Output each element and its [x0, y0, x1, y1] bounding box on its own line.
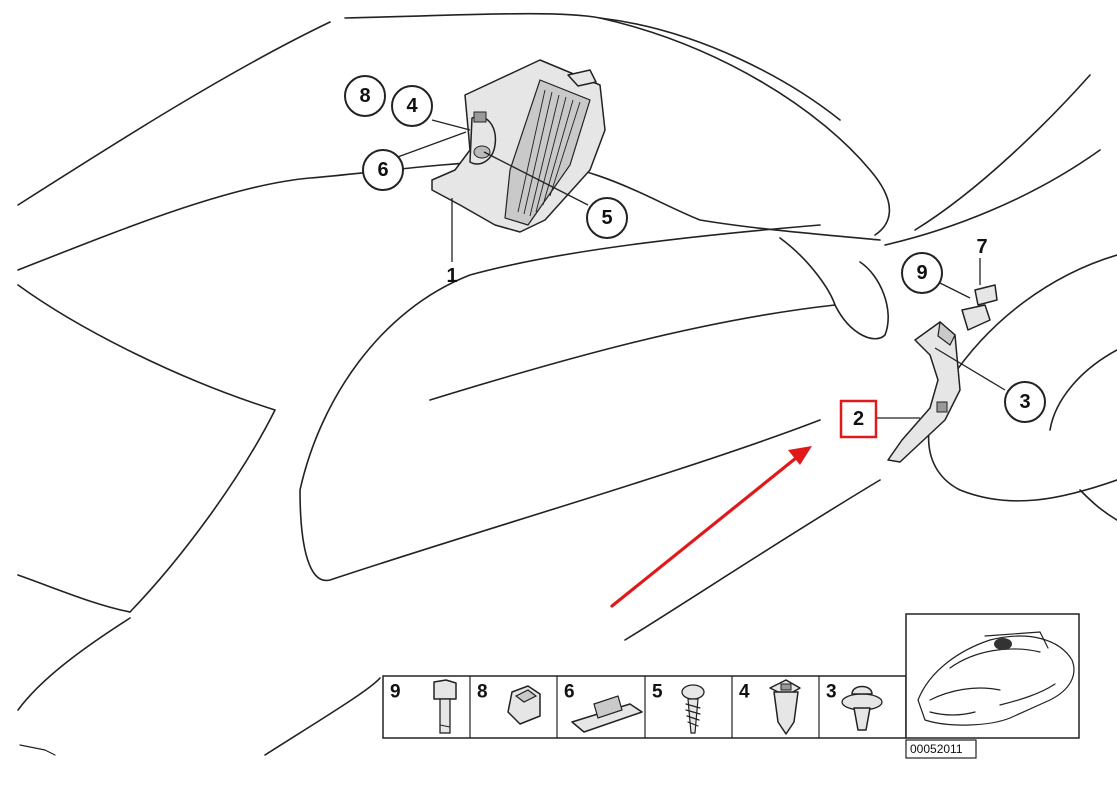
- leader-lines: [394, 119, 1006, 419]
- callout-6: 6: [362, 149, 404, 191]
- callout-8-label: 8: [359, 85, 370, 107]
- screw-icon: [681, 684, 705, 734]
- part-2-label: 2: [853, 408, 864, 430]
- clip-strip-icon: [571, 695, 643, 733]
- callout-6-label: 6: [377, 159, 388, 181]
- callout-3: 3: [1004, 381, 1046, 423]
- legend-number-3: 3: [826, 682, 837, 703]
- legend-number-9: 9: [390, 682, 401, 703]
- callout-5: 5: [586, 197, 628, 239]
- callout-4-label: 4: [406, 95, 418, 117]
- b-pillar-trim-upper: [431, 59, 606, 233]
- callout-4: 4: [391, 85, 433, 127]
- callout-9-label: 9: [916, 262, 927, 284]
- diagram-code: 00052011: [910, 742, 963, 756]
- b-pillar-trim-lower: [887, 284, 998, 463]
- push-rivet-icon: [841, 685, 883, 731]
- callout-8: 8: [344, 75, 386, 117]
- fastener-legend: 9 8 6 5 4: [382, 613, 1080, 759]
- car-location-icon: [917, 631, 1075, 726]
- clip-nut-icon: [507, 685, 541, 725]
- highlighted-part-2: 2: [839, 399, 878, 439]
- part-1-label: 1: [446, 265, 457, 287]
- legend-number-4: 4: [739, 682, 750, 703]
- red-arrow-icon: [610, 446, 812, 608]
- bolt-icon: [433, 679, 457, 734]
- callout-5-label: 5: [601, 207, 612, 229]
- expanding-nut-icon: [769, 679, 801, 735]
- legend-number-8: 8: [477, 682, 488, 703]
- callout-9: 9: [901, 252, 943, 294]
- legend-number-6: 6: [564, 682, 575, 703]
- callout-3-label: 3: [1019, 391, 1030, 413]
- part-7-label: 7: [976, 236, 987, 258]
- legend-number-5: 5: [652, 682, 663, 703]
